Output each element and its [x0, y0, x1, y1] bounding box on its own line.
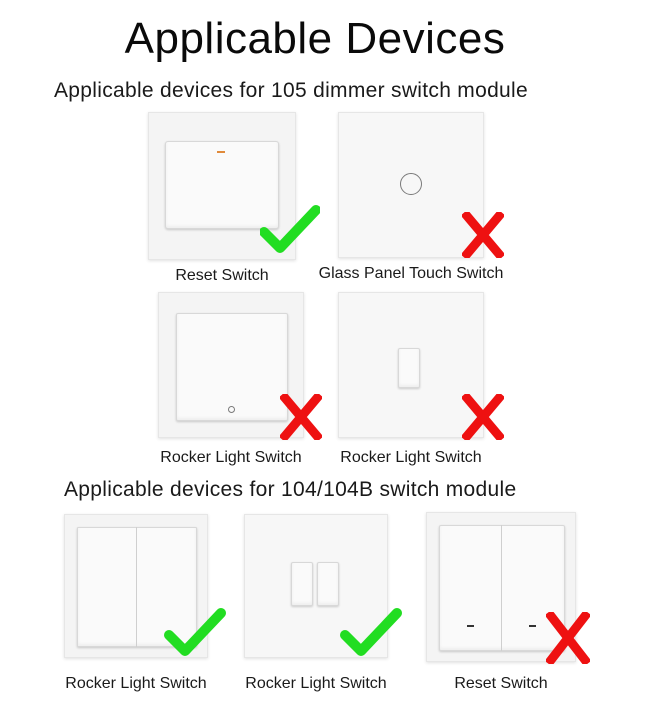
indicator-ring [228, 406, 235, 413]
cross-mark-icon [280, 394, 322, 440]
indicator-dash-left [467, 625, 474, 627]
switch-rocker [77, 527, 197, 647]
device-label: Rocker Light Switch [65, 675, 207, 692]
switch-rocker-left [291, 562, 313, 606]
section-104-heading: Applicable devices for 104/104B switch m… [64, 478, 517, 501]
cross-mark-icon [546, 612, 590, 664]
device-label: Rocker Light Switch [245, 675, 387, 692]
check-mark-icon [340, 608, 402, 656]
page-title: Applicable Devices [124, 14, 506, 63]
cross-mark-icon [462, 212, 504, 258]
switch-plate [244, 514, 388, 658]
check-mark-icon [164, 608, 226, 656]
rocker-divider [501, 525, 502, 651]
switch-plate [148, 112, 296, 260]
switch-rocker [398, 348, 420, 388]
switch-plate [158, 292, 304, 438]
device-label: Reset Switch [454, 675, 548, 692]
rocker-divider [136, 527, 137, 647]
switch-plate [338, 292, 484, 438]
indicator-dash-right [529, 625, 536, 627]
indicator-led [217, 151, 225, 153]
cross-mark-icon [462, 394, 504, 440]
device-label: Rocker Light Switch [340, 449, 482, 466]
touch-button-ring [400, 173, 422, 195]
switch-plate [64, 514, 208, 658]
switch-rocker [439, 525, 565, 651]
switch-rocker [176, 313, 288, 421]
device-label: Glass Panel Touch Switch [318, 265, 504, 282]
check-mark-icon [260, 205, 320, 253]
switch-plate [338, 112, 484, 258]
device-label: Rocker Light Switch [160, 449, 302, 466]
switch-rocker [165, 141, 279, 229]
switch-rocker-right [317, 562, 339, 606]
switch-plate [426, 512, 576, 662]
device-label: Reset Switch [175, 267, 269, 284]
section-105-heading: Applicable devices for 105 dimmer switch… [54, 79, 528, 102]
